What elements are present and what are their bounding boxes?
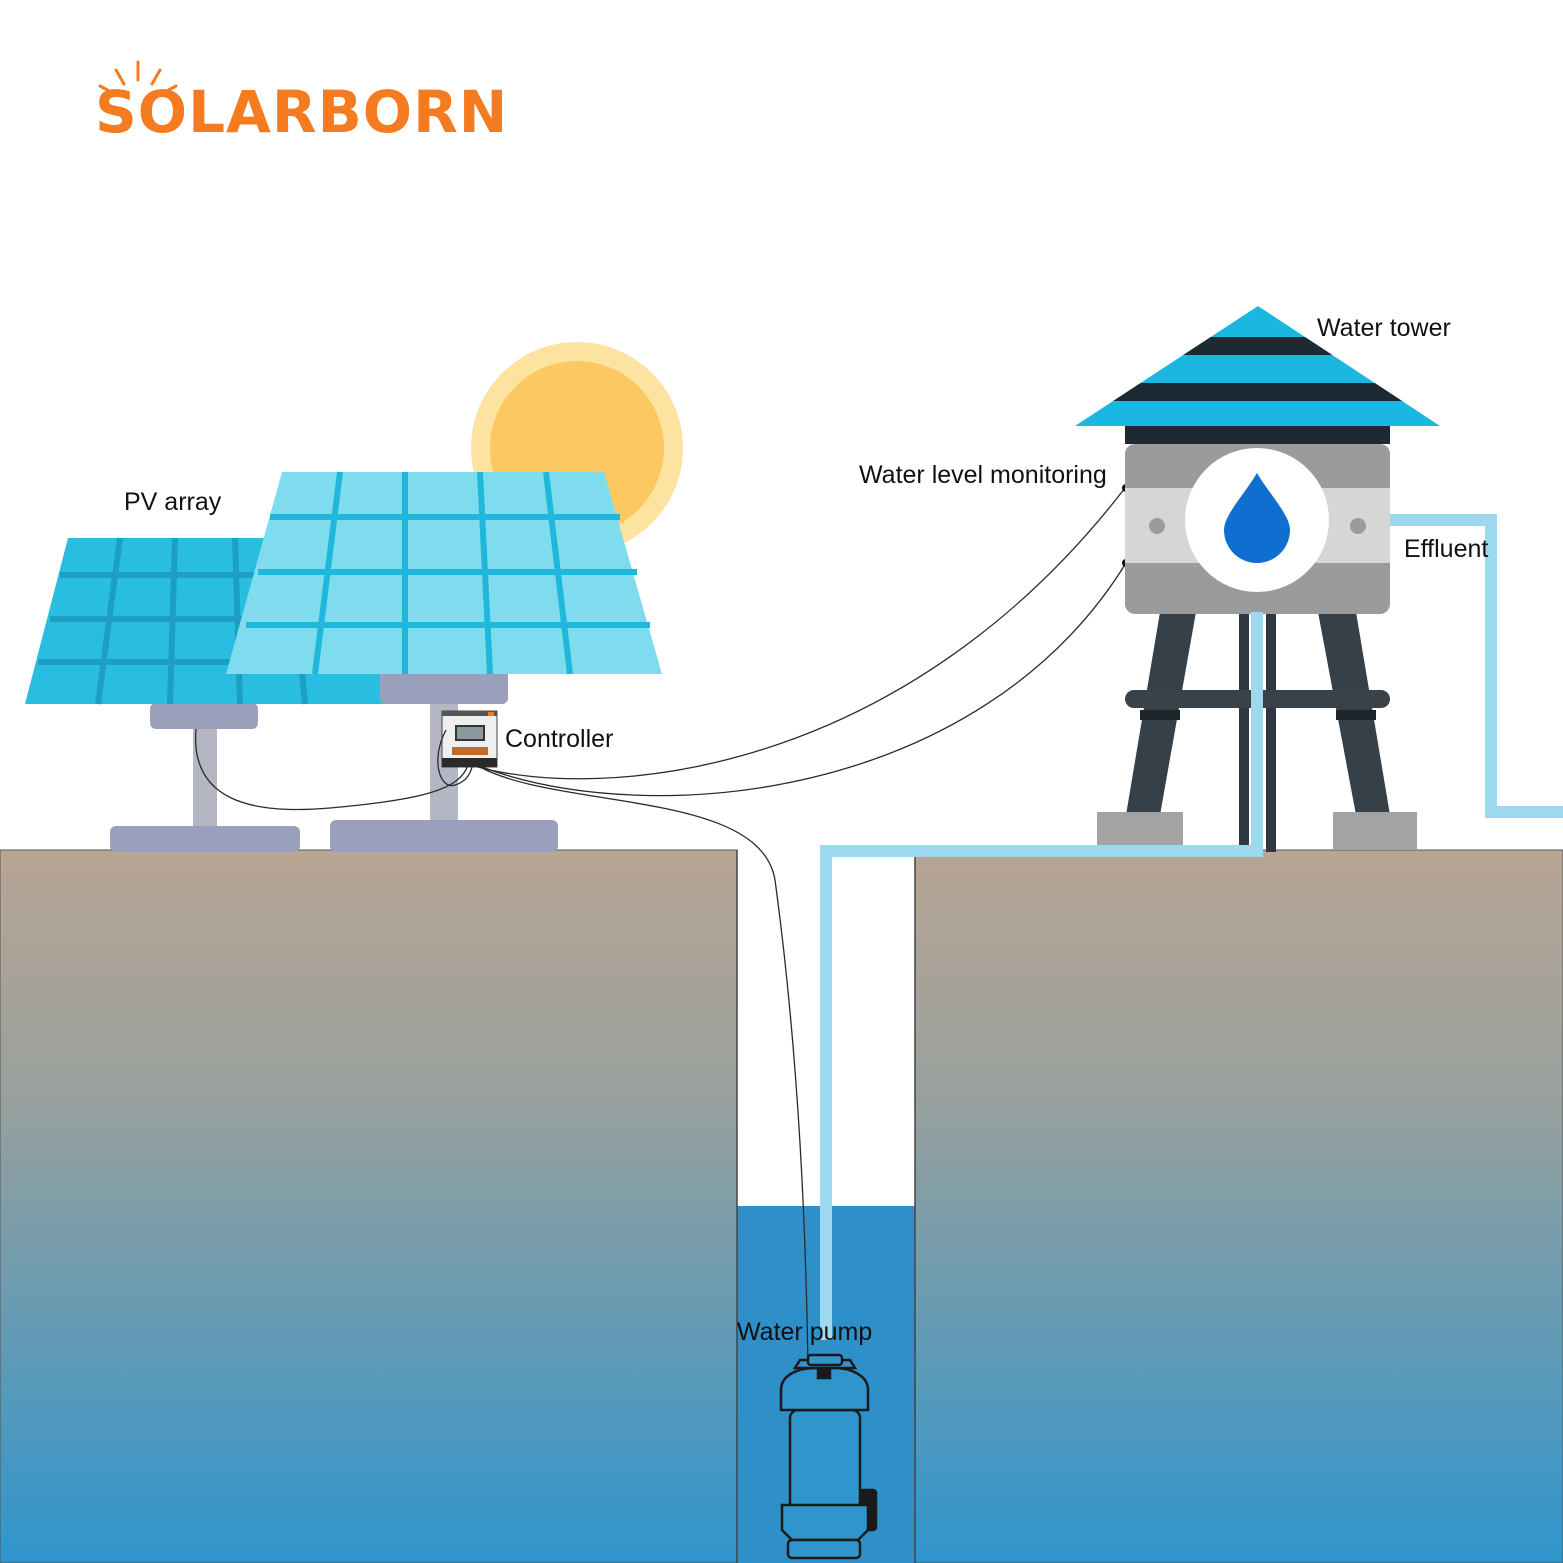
pump-icon: [779, 1353, 878, 1560]
solarborn-logo: SOLARBORN: [95, 60, 508, 146]
label-effluent: Effluent: [1404, 535, 1488, 563]
ground-right: [914, 849, 1563, 1563]
label-pv-array: PV array: [124, 488, 222, 516]
water-pipes: [820, 514, 1563, 1340]
logo-text: SOLARBORN: [95, 78, 508, 146]
label-water-pump: Water pump: [737, 1318, 872, 1346]
solar-panel-front: [226, 471, 662, 852]
ground-left: [0, 849, 738, 1563]
water-drop-icon: [1224, 473, 1290, 563]
controller-icon: [441, 710, 498, 768]
label-water-tower: Water tower: [1317, 314, 1451, 342]
logo-sun-icon: [98, 60, 178, 95]
label-controller: Controller: [505, 725, 613, 753]
label-water-level-monitoring: Water level monitoring: [859, 461, 1107, 489]
wiring: [195, 484, 1130, 1371]
